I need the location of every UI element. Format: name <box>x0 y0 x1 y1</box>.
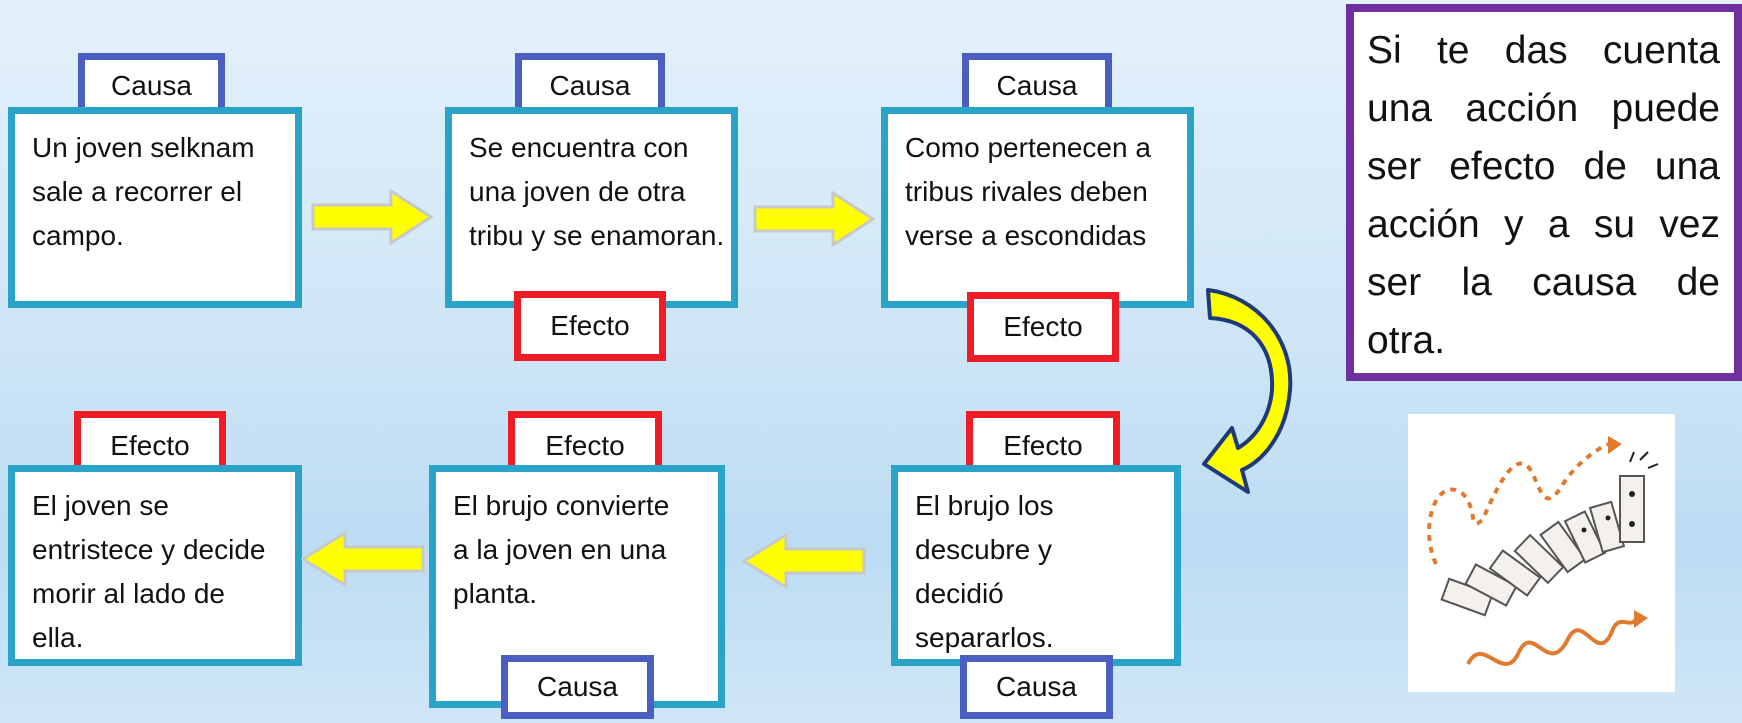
explanation-text: Si te das cuenta una acción puede ser ef… <box>1367 29 1720 362</box>
step1-box: Un joven selknam sale a recorrer el camp… <box>8 107 302 308</box>
explanation-note: Si te das cuenta una acción puede ser ef… <box>1346 4 1742 381</box>
step2-text: Se encuentra con una joven de otra tribu… <box>469 132 725 251</box>
step1-text: Un joven selknam sale a recorrer el camp… <box>32 132 255 251</box>
step3-text: Como pertenecen a tribus rivales deben v… <box>905 132 1151 251</box>
step5-cause-label: Causa <box>501 655 654 719</box>
step5-box: El brujo convierte a la joven en una pla… <box>429 465 725 708</box>
right-arrow-icon <box>311 189 433 245</box>
step4-cause-label: Causa <box>960 655 1113 719</box>
domino-illustration <box>1408 414 1675 692</box>
domino-illustration-icon <box>1427 436 1659 666</box>
step6-text: El joven se entristece y decide morir al… <box>32 490 266 653</box>
step3-effect-label: Efecto <box>967 292 1119 362</box>
step5-text: El brujo convierte a la joven en una pla… <box>453 490 670 609</box>
step3-box: Como pertenecen a tribus rivales deben v… <box>881 107 1194 308</box>
left-arrow-icon <box>301 531 425 587</box>
step4-box: El brujo los descubre y decidió separarl… <box>891 465 1181 666</box>
left-arrow-icon <box>742 533 866 589</box>
right-arrow-icon <box>753 191 875 247</box>
step2-effect-label: Efecto <box>514 291 666 361</box>
step2-box: Se encuentra con una joven de otra tribu… <box>445 107 738 308</box>
step4-text: El brujo los descubre y decidió separarl… <box>915 490 1054 653</box>
curved-arrow-icon <box>1202 288 1293 494</box>
step6-box: El joven se entristece y decide morir al… <box>8 465 302 666</box>
